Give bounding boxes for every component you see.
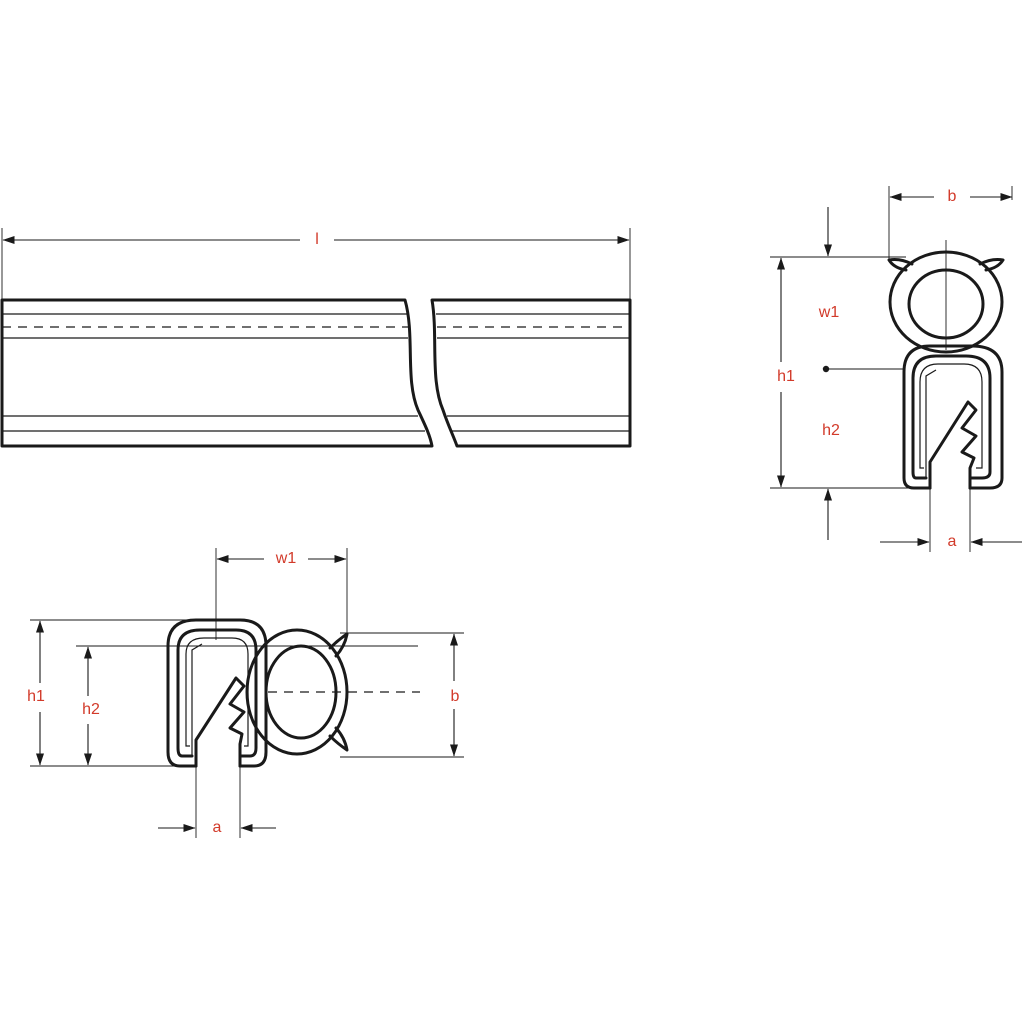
right-channel-inner — [911, 354, 992, 480]
profile-left-piece — [0, 298, 434, 448]
bottom-channel-inner — [176, 628, 258, 758]
right-h2-label: h2 — [822, 422, 840, 439]
bottom-metal-core — [185, 637, 249, 747]
bottom-w1-label: w1 — [275, 550, 297, 567]
cross-section-horizontal: w1 h1 h2 b a — [27, 548, 464, 838]
bottom-inner-leg — [194, 676, 246, 768]
side-view: l — [0, 228, 632, 448]
right-bulb-fin-right — [978, 258, 1005, 272]
right-h1-label: h1 — [777, 368, 795, 385]
bottom-bulb-outer — [245, 628, 349, 756]
right-channel-outer — [902, 344, 1004, 490]
right-b-label: b — [948, 188, 957, 205]
length-label: l — [315, 231, 319, 248]
bottom-b-label: b — [451, 688, 460, 705]
right-w1-label: w1 — [818, 304, 840, 321]
bottom-bulb-fin-bottom — [328, 726, 349, 752]
right-inner-leg — [928, 400, 978, 490]
right-inner-leg-edge — [925, 369, 937, 478]
bottom-bulb-fin-top — [328, 632, 349, 658]
right-metal-core — [919, 363, 983, 469]
bottom-h1-label: h1 — [27, 688, 45, 705]
bottom-h2-label: h2 — [82, 701, 100, 718]
profile-right-piece — [430, 298, 632, 448]
right-reference-dot — [822, 365, 830, 373]
bottom-channel-outer — [166, 618, 268, 768]
bottom-a-label: a — [213, 819, 222, 836]
cross-section-vertical: b h1 w1 h2 a — [770, 186, 1022, 552]
right-a-label: a — [948, 533, 957, 550]
